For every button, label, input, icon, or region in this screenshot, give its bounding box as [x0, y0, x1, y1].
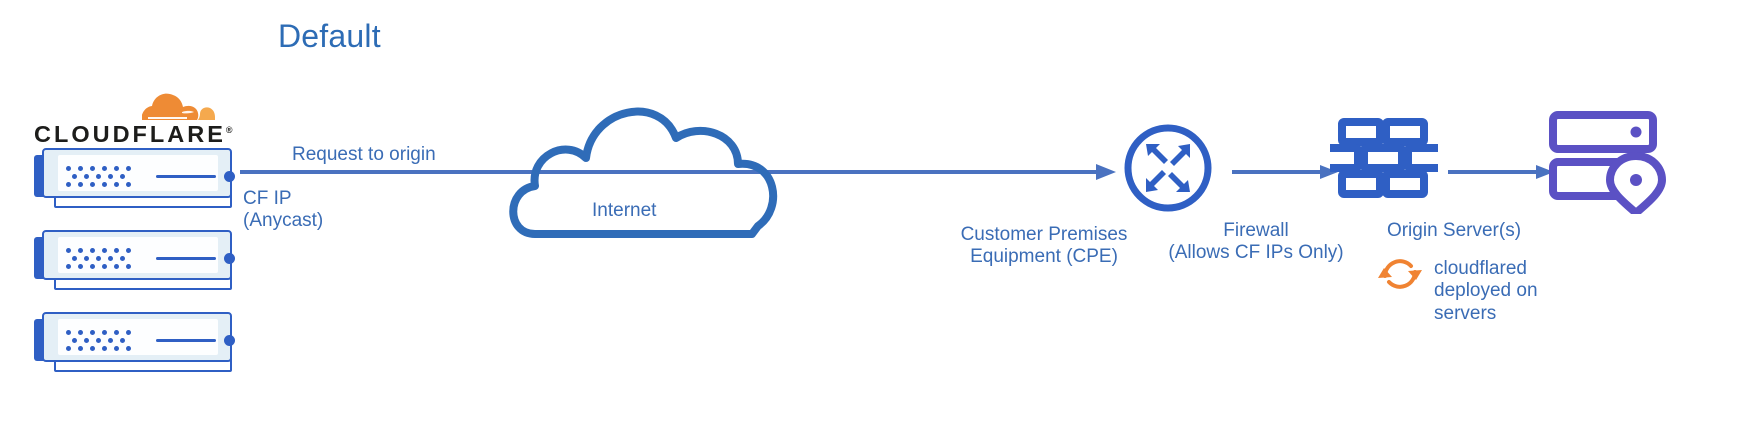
server-body — [42, 312, 235, 362]
internet-cloud-icon — [509, 107, 778, 238]
cf-ip-label-line2: (Anycast) — [243, 210, 324, 232]
cpe-label-line2: Equipment (CPE) — [970, 246, 1118, 268]
server-face — [58, 319, 218, 355]
server-led — [224, 253, 235, 264]
cloudflared-note: cloudflared deployed on servers — [1434, 258, 1564, 325]
router-icon — [1124, 124, 1212, 212]
cloudflare-cloud-icon — [142, 93, 215, 120]
page-title: Default — [278, 18, 381, 54]
registered-mark: ® — [225, 125, 233, 136]
cloudflared-note-line3: servers — [1434, 302, 1497, 324]
sync-arrows-icon — [1378, 259, 1422, 289]
server-face — [58, 237, 218, 273]
firewall-label-line1: Firewall — [1223, 220, 1289, 241]
server-body — [42, 230, 235, 280]
request-to-origin-label: Request to origin — [292, 144, 436, 165]
cloudflare-wordmark-text: CLOUDFLARE — [34, 121, 226, 147]
server-body — [42, 148, 235, 198]
server-led — [224, 171, 235, 182]
server-status-bar — [156, 257, 216, 260]
server-vent-dots — [66, 330, 138, 352]
cloudflared-note-line1: cloudflared — [1434, 258, 1527, 279]
server-status-bar — [156, 175, 216, 178]
cloudflare-logo: CLOUDFLARE® — [34, 88, 233, 150]
cf-ip-label: CF IP (Anycast) — [243, 188, 323, 233]
origin-server-label: Origin Server(s) — [1386, 220, 1522, 241]
cpe-label: Customer Premises Equipment (CPE) — [948, 224, 1140, 269]
cloudflare-wordmark: CLOUDFLARE® — [34, 121, 233, 148]
server-led — [224, 335, 235, 346]
server-vent-dots — [66, 248, 138, 270]
firewall-to-origin-arrow — [1448, 165, 1554, 179]
firewall-label-line2: (Allows CF IPs Only) — [1168, 242, 1344, 264]
cloudflared-note-line2: deployed on — [1434, 280, 1538, 302]
cpe-to-firewall-arrow — [1232, 165, 1338, 179]
firewall-label: Firewall (Allows CF IPs Only) — [1158, 220, 1354, 265]
server-face — [58, 155, 218, 191]
server-vent-dots — [66, 166, 138, 188]
cf-ip-label-line1: CF IP — [243, 188, 292, 209]
origin-server-pin-icon — [1549, 111, 1666, 214]
cpe-label-line1: Customer Premises — [960, 224, 1128, 245]
server-rack-unit — [34, 146, 235, 208]
server-rack-unit — [34, 228, 235, 290]
server-status-bar — [156, 339, 216, 342]
server-rack-unit — [34, 310, 235, 372]
internet-label: Internet — [592, 200, 657, 221]
firewall-brick-wall-icon — [1330, 118, 1438, 198]
request-flow-arrow — [240, 164, 1116, 180]
